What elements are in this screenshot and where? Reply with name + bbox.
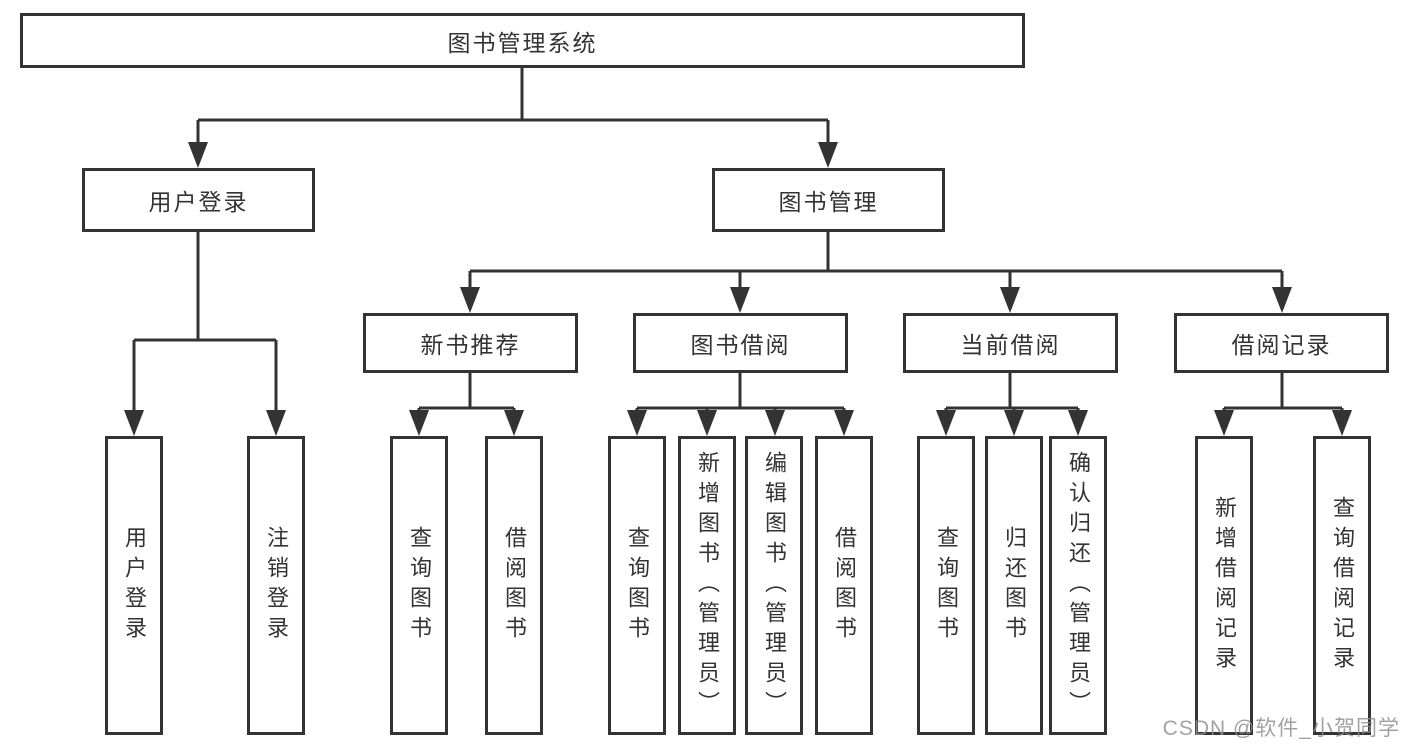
- arrow-down-icon: [627, 410, 647, 436]
- leaf-query-books-borrowing-label: 查询图书: [625, 525, 650, 646]
- arrow-down-icon: [936, 410, 956, 436]
- leaf-query-borrow-record: 查询借阅记录: [1313, 436, 1371, 735]
- node-root-label: 图书管理系统: [447, 29, 598, 56]
- arrow-down-icon: [818, 142, 838, 168]
- leaf-query-books-recommend: 查询图书: [390, 436, 448, 735]
- arrow-down-icon: [1000, 287, 1020, 313]
- leaf-query-borrow-record-label: 查询借阅记录: [1330, 495, 1355, 676]
- leaf-borrow-books-borrowing-label: 借阅图书: [832, 525, 857, 646]
- arrow-down-icon: [188, 142, 208, 168]
- leaf-logout: 注销登录: [247, 436, 305, 735]
- leaf-user-login-label: 用户登录: [122, 525, 147, 646]
- arrow-down-icon: [697, 410, 717, 436]
- node-root: 图书管理系统: [20, 13, 1025, 68]
- arrow-down-icon: [124, 410, 144, 436]
- arrow-down-icon: [1004, 410, 1024, 436]
- node-borrowing-records: 借阅记录: [1174, 313, 1389, 373]
- leaf-confirm-return-admin: 确认归还（管理员）: [1049, 436, 1107, 735]
- node-book-management-label: 图书管理: [778, 189, 879, 215]
- arrow-down-icon: [1272, 287, 1292, 313]
- leaf-return-book-label: 归还图书: [1002, 525, 1027, 646]
- leaf-confirm-return-admin-label: 确认归还（管理员）: [1066, 450, 1091, 721]
- leaf-query-books-recommend-label: 查询图书: [407, 525, 432, 646]
- node-book-management: 图书管理: [712, 168, 945, 232]
- node-current-borrowing-label: 当前借阅: [960, 332, 1061, 358]
- node-user-login: 用户登录: [82, 168, 315, 232]
- leaf-logout-label: 注销登录: [264, 525, 289, 646]
- arrow-down-icon: [834, 410, 854, 436]
- arrow-down-icon: [730, 287, 750, 313]
- arrow-down-icon: [1332, 410, 1352, 436]
- leaf-edit-book-admin-label: 编辑图书（管理员）: [762, 450, 787, 721]
- leaf-add-borrow-record: 新增借阅记录: [1195, 436, 1253, 735]
- leaf-query-books-current: 查询图书: [917, 436, 975, 735]
- arrow-down-icon: [504, 410, 524, 436]
- leaf-add-book-admin-label: 新增图书（管理员）: [695, 450, 720, 721]
- leaf-borrow-books-borrowing: 借阅图书: [815, 436, 873, 735]
- leaf-query-books-borrowing: 查询图书: [608, 436, 666, 735]
- node-current-borrowing: 当前借阅: [903, 313, 1118, 373]
- leaf-user-login: 用户登录: [105, 436, 163, 735]
- leaf-add-borrow-record-label: 新增借阅记录: [1212, 495, 1237, 676]
- leaf-query-books-current-label: 查询图书: [934, 525, 959, 646]
- leaf-edit-book-admin: 编辑图书（管理员）: [745, 436, 803, 735]
- arrow-down-icon: [409, 410, 429, 436]
- arrow-down-icon: [266, 410, 286, 436]
- node-new-book-recommend-label: 新书推荐: [420, 332, 521, 358]
- node-user-login-label: 用户登录: [148, 189, 249, 215]
- leaf-borrow-books-recommend: 借阅图书: [485, 436, 543, 735]
- node-book-borrowing: 图书借阅: [633, 313, 848, 373]
- leaf-return-book: 归还图书: [985, 436, 1043, 735]
- node-new-book-recommend: 新书推荐: [363, 313, 578, 373]
- arrow-down-icon: [1068, 410, 1088, 436]
- arrow-down-icon: [1214, 410, 1234, 436]
- csdn-watermark: CSDN @软件_小贺同学: [1162, 717, 1400, 740]
- arrow-down-icon: [765, 410, 785, 436]
- node-borrowing-records-label: 借阅记录: [1231, 332, 1332, 358]
- node-book-borrowing-label: 图书借阅: [690, 332, 791, 358]
- arrow-down-icon: [460, 287, 480, 313]
- leaf-add-book-admin: 新增图书（管理员）: [678, 436, 736, 735]
- leaf-borrow-books-recommend-label: 借阅图书: [502, 525, 527, 646]
